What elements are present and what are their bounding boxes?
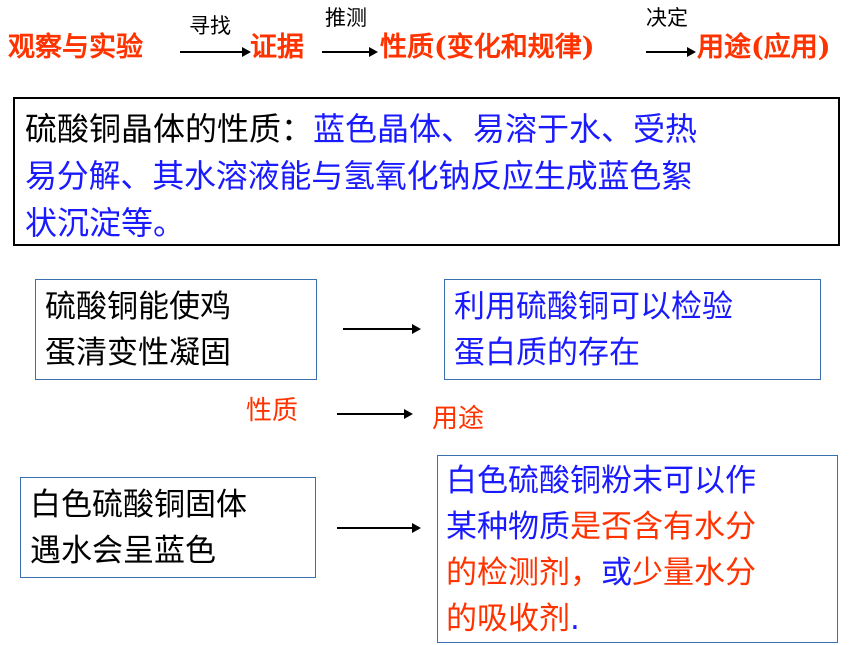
row1-right-line2: 蛋白质的存在 [454,335,640,371]
flow-arrow-2 [322,47,378,57]
flow-use: 用途(应用) [697,32,831,63]
row1-left-box: 硫酸铜能使鸡 蛋清变性凝固 [35,279,317,380]
row1-left-line1: 硫酸铜能使鸡 [45,289,231,325]
flow-label-decide: 决定 [646,6,688,30]
row2-right-d: 的检测剂， [446,555,601,591]
row2-right-h: . [570,601,580,637]
summary-box: 硫酸铜晶体的性质：蓝色晶体、易溶于水、受热 易分解、其水溶液能与氢氧化钠反应生成… [13,97,840,246]
flow-arrow-1 [180,47,251,57]
middle-property-label: 性质 [246,396,299,426]
summary-lead: 硫酸铜晶体的性质： [25,110,314,148]
summary-detail-3: 状沉淀等。 [25,204,186,242]
row1-arrow [343,324,421,334]
row2-right-f: 少量水分 [632,555,756,591]
flow-property: 性质(变化和规律) [380,32,595,63]
flow-observe: 观察与实验 [8,32,143,63]
row2-right-b: 某种物质 [446,509,570,545]
row2-right-e: 或 [601,555,632,591]
summary-detail-2: 易分解、其水溶液能与氢氧化钠反应生成蓝色絮 [25,157,693,195]
row2-left-line2: 遇水会呈蓝色 [30,533,216,569]
row1-right-box: 利用硫酸铜可以检验 蛋白质的存在 [444,279,821,380]
flow-label-find: 寻找 [189,14,231,38]
row2-right-c: 是否含有水分 [570,509,756,545]
middle-arrow [337,409,413,419]
row2-left-box: 白色硫酸铜固体 遇水会呈蓝色 [20,477,316,578]
row2-right-box: 白色硫酸铜粉末可以作 某种物质是否含有水分 的检测剂，或少量水分 的吸收剂. [437,455,838,643]
flow-arrow-3 [646,47,696,57]
summary-text: 硫酸铜晶体的性质：蓝色晶体、易溶于水、受热 易分解、其水溶液能与氢氧化钠反应生成… [15,99,838,254]
row2-arrow [337,523,421,533]
row2-right-g: 的吸收剂 [446,601,570,637]
row2-right-a: 白色硫酸铜粉末可以作 [446,463,756,499]
row1-left-line2: 蛋清变性凝固 [45,335,231,371]
middle-use-label: 用途 [432,404,485,434]
row2-left-line1: 白色硫酸铜固体 [30,487,247,523]
row1-right-line1: 利用硫酸铜可以检验 [454,289,733,325]
flow-evidence: 证据 [250,32,304,63]
summary-detail-1: 蓝色晶体、易溶于水、受热 [313,110,698,148]
flow-label-infer: 推测 [325,6,367,30]
